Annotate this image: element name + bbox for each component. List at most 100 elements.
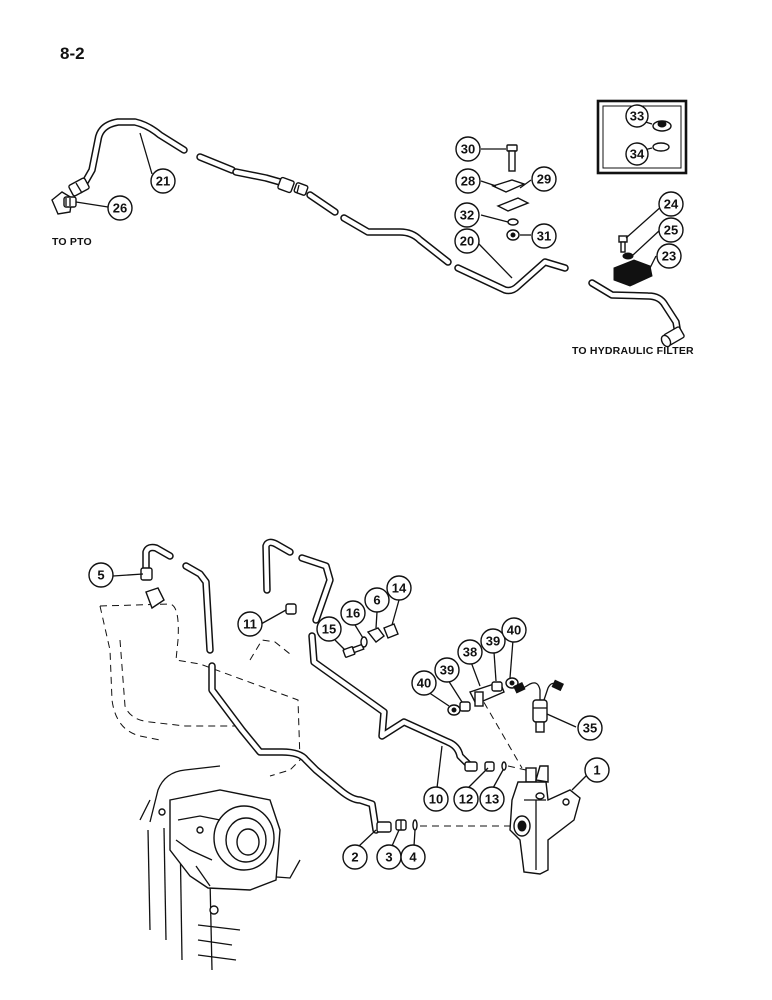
callout-32: 32 xyxy=(454,202,480,228)
pressure-switch-35 xyxy=(513,679,564,733)
callout-15: 15 xyxy=(316,616,342,642)
bolt-15 xyxy=(342,643,365,658)
svg-text:3: 3 xyxy=(385,850,392,865)
callout-3: 3 xyxy=(376,844,402,870)
nut-40-left xyxy=(447,704,461,716)
nut-31 xyxy=(506,229,520,241)
svg-text:14: 14 xyxy=(392,581,407,596)
svg-text:30: 30 xyxy=(461,142,475,157)
callout-1: 1 xyxy=(584,757,610,783)
callout-38: 38 xyxy=(457,639,483,665)
svg-text:39: 39 xyxy=(486,634,500,649)
pipe-nut-right xyxy=(660,326,685,348)
clamp-23 xyxy=(613,259,653,287)
adapter-39-right xyxy=(491,681,503,692)
callout-35: 35 xyxy=(577,715,603,741)
callout-6: 6 xyxy=(364,587,390,613)
svg-text:16: 16 xyxy=(346,606,360,621)
svg-text:28: 28 xyxy=(461,174,475,189)
svg-text:34: 34 xyxy=(630,147,645,162)
callout-30: 30 xyxy=(455,136,481,162)
callout-12: 12 xyxy=(453,786,479,812)
pipe-left-vertical xyxy=(142,543,380,834)
callout-2: 2 xyxy=(342,844,368,870)
pipe-10 xyxy=(262,538,474,770)
svg-text:23: 23 xyxy=(662,249,676,264)
callout-5: 5 xyxy=(88,562,114,588)
svg-text:4: 4 xyxy=(409,850,417,865)
pipe-20 xyxy=(306,191,682,338)
caption-to-hydraulic-filter: TO HYDRAULIC FILTER xyxy=(572,345,694,357)
callout-26: 26 xyxy=(107,195,133,221)
callout-16: 16 xyxy=(340,600,366,626)
svg-text:2: 2 xyxy=(351,850,358,865)
svg-text:13: 13 xyxy=(485,792,499,807)
svg-text:31: 31 xyxy=(537,229,551,244)
caption-to-pto: TO PTO xyxy=(52,236,92,248)
elbow-fitting-5 xyxy=(140,567,165,610)
pipe-21 xyxy=(80,118,284,188)
callout-21: 21 xyxy=(150,168,176,194)
callout-40-left: 40 xyxy=(411,670,437,696)
svg-text:40: 40 xyxy=(507,623,521,638)
plug-33 xyxy=(652,120,672,132)
svg-text:35: 35 xyxy=(583,721,597,736)
svg-text:10: 10 xyxy=(429,792,443,807)
svg-text:15: 15 xyxy=(322,622,336,637)
svg-text:20: 20 xyxy=(460,234,474,249)
svg-text:24: 24 xyxy=(664,197,679,212)
washer-25 xyxy=(622,252,634,260)
washer-32 xyxy=(507,218,519,226)
callout-28: 28 xyxy=(455,168,481,194)
pipe-nut-left xyxy=(68,177,90,197)
callout-14: 14 xyxy=(386,575,412,601)
callout-24: 24 xyxy=(658,191,684,217)
callout-4: 4 xyxy=(400,844,426,870)
adapter-39-left xyxy=(459,701,471,712)
elbow-fitting-26 xyxy=(51,191,77,215)
o-ring-13 xyxy=(501,761,507,771)
bolt-24 xyxy=(618,235,628,253)
callout-20: 20 xyxy=(454,228,480,254)
svg-text:33: 33 xyxy=(630,109,644,124)
clip-28 xyxy=(491,179,526,193)
svg-text:40: 40 xyxy=(417,676,431,691)
pipe-nut-2 xyxy=(376,821,392,833)
callout-40-right: 40 xyxy=(501,617,527,643)
callout-34: 34 xyxy=(625,142,649,166)
adapter-3 xyxy=(395,819,407,831)
callouts: 21 26 30 28 29 32 31 20 33 34 24 25 23 5… xyxy=(88,104,684,870)
fitting-11 xyxy=(285,603,297,615)
callout-23: 23 xyxy=(656,243,682,269)
upper-pipe-assembly xyxy=(51,99,688,348)
svg-text:29: 29 xyxy=(537,172,551,187)
callout-39-right: 39 xyxy=(480,628,506,654)
o-ring-34 xyxy=(652,142,670,152)
svg-text:25: 25 xyxy=(664,223,678,238)
callout-33: 33 xyxy=(625,104,649,128)
svg-text:6: 6 xyxy=(373,593,380,608)
svg-text:26: 26 xyxy=(113,201,127,216)
svg-text:12: 12 xyxy=(459,792,473,807)
transmission-housing-outline xyxy=(99,603,301,777)
svg-text:32: 32 xyxy=(460,208,474,223)
svg-text:21: 21 xyxy=(156,174,170,189)
page-number: 8-2 xyxy=(60,44,85,63)
clip-6 xyxy=(366,627,385,643)
inset-box xyxy=(596,99,688,175)
callout-29: 29 xyxy=(531,166,557,192)
callout-39-left: 39 xyxy=(434,657,460,683)
callout-10: 10 xyxy=(423,786,449,812)
washer-16 xyxy=(360,636,368,648)
bolt-30 xyxy=(506,144,518,172)
callout-31: 31 xyxy=(531,223,557,249)
leader-lines xyxy=(75,115,664,847)
pipe-union-fittings xyxy=(277,176,309,196)
callout-25: 25 xyxy=(658,217,684,243)
o-ring-4 xyxy=(412,819,418,831)
control-valve-1 xyxy=(509,765,581,875)
svg-text:5: 5 xyxy=(97,568,104,583)
pipe-nut-10 xyxy=(464,761,478,772)
callout-13: 13 xyxy=(479,786,505,812)
